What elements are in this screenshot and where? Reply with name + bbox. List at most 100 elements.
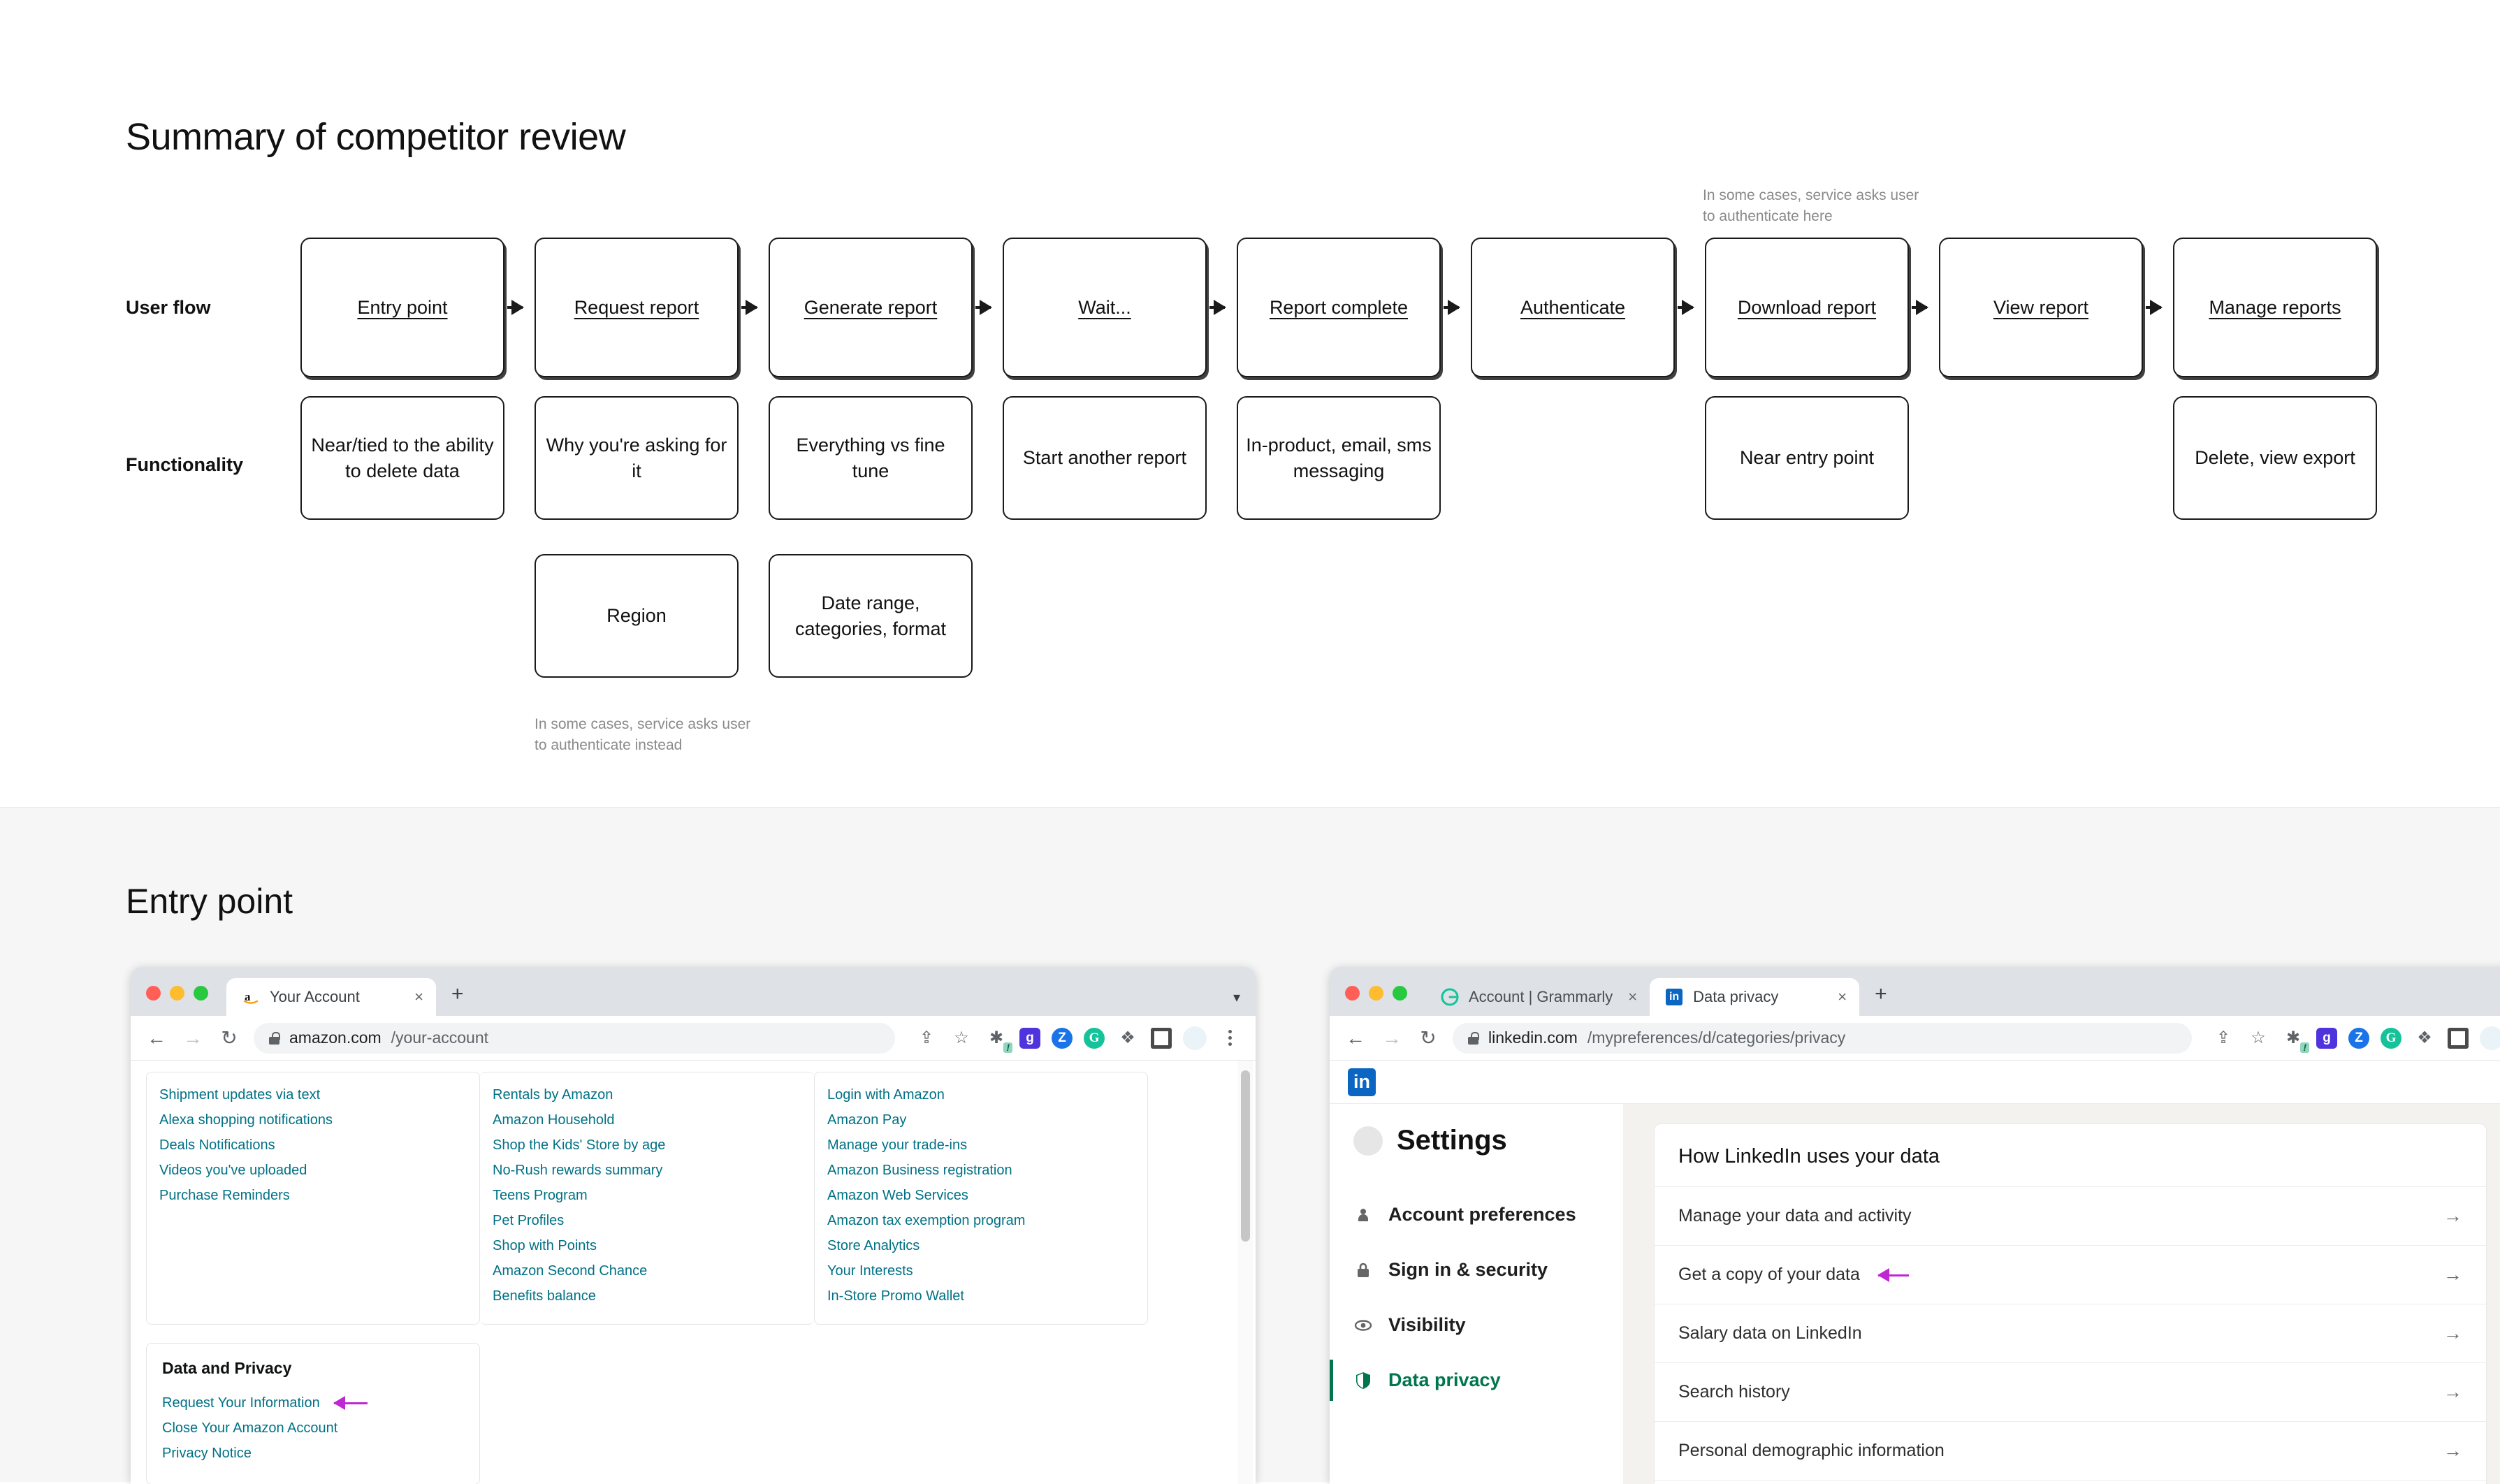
sidebar-item-label: Account preferences xyxy=(1388,1204,1576,1225)
linkedin-logo[interactable]: in xyxy=(1348,1068,1376,1096)
maximize-window-icon[interactable] xyxy=(1393,986,1407,1001)
bookmark-star-icon[interactable]: ☆ xyxy=(2251,1028,2266,1047)
amazon-link[interactable]: Deals Notifications xyxy=(159,1137,275,1153)
amazon-link[interactable]: Amazon Business registration xyxy=(827,1163,1012,1178)
flow-box-authenticate[interactable]: Authenticate xyxy=(1471,238,1675,377)
amazon-link[interactable]: Benefits balance xyxy=(493,1288,596,1304)
amazon-link[interactable]: Amazon Household xyxy=(493,1112,615,1128)
extra-box-label: Region xyxy=(606,605,667,627)
flow-box-entry-point[interactable]: Entry point xyxy=(300,238,504,377)
amazon-link[interactable]: Teens Program xyxy=(493,1188,588,1203)
close-icon[interactable]: × xyxy=(414,988,423,1005)
amazon-link[interactable]: No-Rush rewards summary xyxy=(493,1163,663,1178)
reload-button[interactable]: ↻ xyxy=(221,1027,238,1049)
sidebar-item-data-privacy[interactable]: Data privacy xyxy=(1330,1353,1623,1408)
more-menu-icon[interactable] xyxy=(1218,1026,1242,1050)
avatar[interactable] xyxy=(1353,1126,1383,1156)
window-controls[interactable] xyxy=(146,986,208,1016)
amazon-link[interactable]: Amazon Second Chance xyxy=(493,1263,648,1279)
settings-row-get-copy-of-data[interactable]: Get a copy of your data → xyxy=(1655,1245,2486,1304)
flow-box-wait[interactable]: Wait... xyxy=(1003,238,1207,377)
new-tab-button[interactable]: + xyxy=(451,982,464,1005)
forward-button[interactable]: → xyxy=(1382,1026,1402,1049)
loading-spinner-extension-icon[interactable]: ✱! xyxy=(984,1026,1012,1053)
amazon-link[interactable]: Rentals by Amazon xyxy=(493,1087,613,1103)
close-window-icon[interactable] xyxy=(146,986,161,1001)
loading-spinner-extension-icon[interactable]: ✱! xyxy=(2281,1026,2309,1053)
puzzle-extensions-icon[interactable]: ❖ xyxy=(1120,1028,1135,1047)
reading-mode-icon[interactable] xyxy=(2448,1027,2469,1049)
amazon-link-request-your-information[interactable]: Request Your Information xyxy=(162,1395,320,1411)
browser-tab-data-privacy[interactable]: in Data privacy × xyxy=(1650,978,1860,1016)
grammarly-g-extension-icon[interactable]: g xyxy=(2316,1027,2337,1049)
settings-row-search-history[interactable]: Search history → xyxy=(1655,1362,2486,1421)
sidebar-item-visibility[interactable]: Visibility xyxy=(1330,1297,1623,1353)
browser-tab-grammarly[interactable]: Account | Grammarly × xyxy=(1425,978,1650,1016)
flow-box-generate-report[interactable]: Generate report xyxy=(769,238,973,377)
amazon-link[interactable]: Shop with Points xyxy=(493,1238,597,1253)
grammarly-extension-icon[interactable]: G xyxy=(2381,1027,2401,1049)
amazon-link[interactable]: Videos you've uploaded xyxy=(159,1163,307,1178)
forward-button[interactable]: → xyxy=(183,1026,203,1049)
maximize-window-icon[interactable] xyxy=(194,986,208,1001)
grammarly-extension-icon[interactable]: G xyxy=(1084,1027,1105,1049)
bookmark-star-icon[interactable]: ☆ xyxy=(954,1028,969,1047)
new-tab-button[interactable]: + xyxy=(1875,982,1887,1005)
settings-row-salary-data[interactable]: Salary data on LinkedIn → xyxy=(1655,1304,2486,1362)
grammarly-g-extension-icon[interactable]: g xyxy=(1019,1027,1040,1049)
profile-avatar[interactable] xyxy=(2480,1026,2500,1050)
amazon-link-close-account[interactable]: Close Your Amazon Account xyxy=(162,1420,338,1436)
share-icon[interactable]: ⇪ xyxy=(2216,1028,2231,1047)
row-label-user-flow: User flow xyxy=(126,297,211,318)
url-path: /your-account xyxy=(391,1028,489,1047)
amazon-link[interactable]: Amazon Web Services xyxy=(827,1188,968,1203)
amazon-link[interactable]: Store Analytics xyxy=(827,1238,920,1253)
profile-avatar[interactable] xyxy=(1183,1026,1207,1050)
linkedin-body: Settings Account preferences Sign in & s… xyxy=(1330,1104,2500,1484)
flow-box-view-report[interactable]: View report xyxy=(1939,238,2143,377)
flow-box-request-report[interactable]: Request report xyxy=(535,238,739,377)
amazon-link[interactable]: Amazon Pay xyxy=(827,1112,907,1128)
flow-box-report-complete[interactable]: Report complete xyxy=(1237,238,1441,377)
zotero-extension-icon[interactable]: Z xyxy=(2348,1027,2369,1049)
scrollbar-thumb[interactable] xyxy=(1241,1070,1250,1242)
amazon-link[interactable]: Purchase Reminders xyxy=(159,1188,290,1203)
flow-box-download-report[interactable]: Download report xyxy=(1705,238,1909,377)
amazon-link[interactable]: Shipment updates via text xyxy=(159,1087,321,1103)
reload-button[interactable]: ↻ xyxy=(1420,1027,1437,1049)
flow-box-manage-reports[interactable]: Manage reports xyxy=(2173,238,2377,377)
functionality-box-start-another-report: Start another report xyxy=(1003,396,1207,520)
close-icon[interactable]: × xyxy=(1628,988,1638,1005)
back-button[interactable]: ← xyxy=(1346,1026,1365,1049)
amazon-link[interactable]: In-Store Promo Wallet xyxy=(827,1288,964,1304)
back-button[interactable]: ← xyxy=(147,1026,166,1049)
amazon-link[interactable]: Manage your trade-ins xyxy=(827,1137,968,1153)
amazon-link[interactable]: Shop the Kids' Store by age xyxy=(493,1137,666,1153)
amazon-link[interactable]: Alexa shopping notifications xyxy=(159,1112,333,1128)
zotero-extension-icon[interactable]: Z xyxy=(1052,1027,1073,1049)
puzzle-extensions-icon[interactable]: ❖ xyxy=(2417,1028,2432,1047)
address-bar[interactable]: linkedin.com/mypreferences/d/categories/… xyxy=(1453,1022,2192,1054)
close-window-icon[interactable] xyxy=(1345,986,1360,1001)
amazon-link[interactable]: Your Interests xyxy=(827,1263,913,1279)
address-bar[interactable]: amazon.com/your-account xyxy=(254,1022,895,1054)
chevron-down-icon[interactable]: ▾ xyxy=(1233,990,1240,1005)
amazon-link[interactable]: Pet Profiles xyxy=(493,1213,565,1228)
settings-row-social-economic-research[interactable]: Social, economic, and workplace research… xyxy=(1655,1480,2486,1484)
amazon-link[interactable]: Amazon tax exemption program xyxy=(827,1213,1026,1228)
amazon-link-privacy-notice[interactable]: Privacy Notice xyxy=(162,1446,252,1461)
extra-box-label: Date range, categories, format xyxy=(794,592,947,639)
minimize-window-icon[interactable] xyxy=(1369,986,1383,1001)
settings-row-personal-demographic[interactable]: Personal demographic information → xyxy=(1655,1421,2486,1480)
close-icon[interactable]: × xyxy=(1838,988,1847,1005)
sidebar-item-sign-in-security[interactable]: Sign in & security xyxy=(1330,1242,1623,1297)
settings-row-manage-data[interactable]: Manage your data and activity → xyxy=(1655,1186,2486,1245)
sidebar-item-account-preferences[interactable]: Account preferences xyxy=(1330,1187,1623,1242)
linkedin-global-nav: in xyxy=(1330,1061,2500,1104)
browser-tab-your-account[interactable]: a Your Account × xyxy=(226,978,436,1016)
reading-mode-icon[interactable] xyxy=(1151,1027,1172,1049)
minimize-window-icon[interactable] xyxy=(170,986,184,1001)
amazon-link[interactable]: Login with Amazon xyxy=(827,1087,945,1103)
window-controls[interactable] xyxy=(1345,986,1407,1016)
share-icon[interactable]: ⇪ xyxy=(919,1028,934,1047)
